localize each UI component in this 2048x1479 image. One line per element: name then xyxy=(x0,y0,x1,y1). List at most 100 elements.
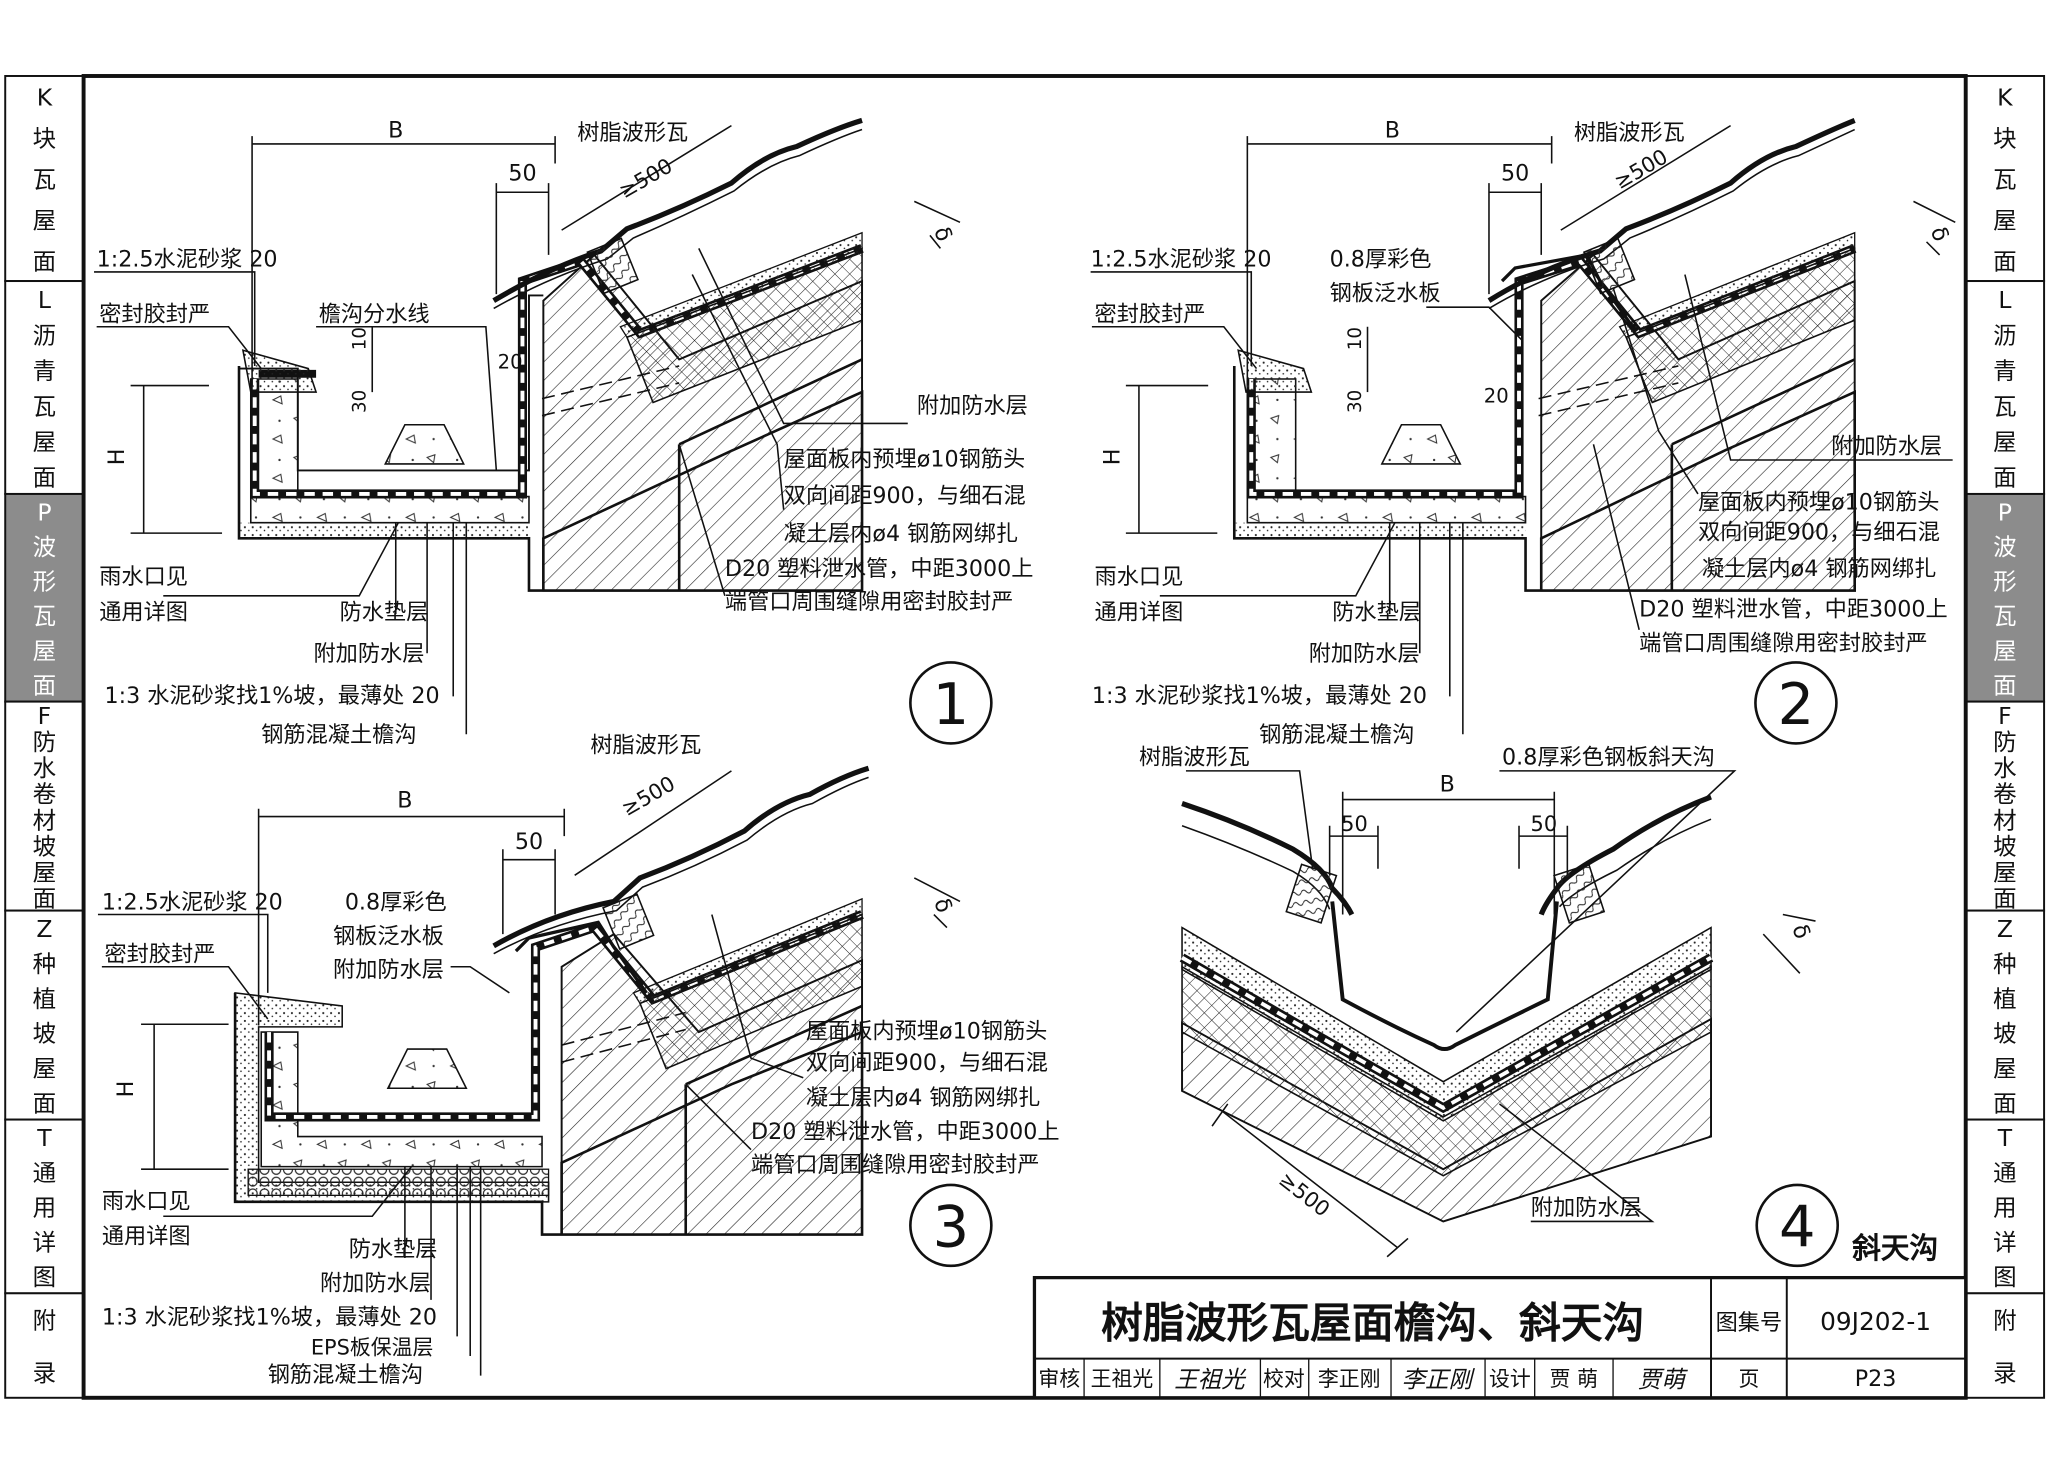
category-tab-char: 块 xyxy=(1993,125,2017,153)
detail-2-label-outlet-2: 通用详图 xyxy=(1095,599,1184,625)
category-tab-char: 通 xyxy=(33,1159,57,1187)
category-tab-char: 录 xyxy=(1993,1359,2017,1387)
detail-2-dim-30: 30 xyxy=(1345,390,1366,413)
detail-2-label-flash-1: 0.8厚彩色 xyxy=(1330,247,1432,273)
category-tab-char: 用 xyxy=(33,1194,57,1222)
category-tab-char: 形 xyxy=(1993,568,2017,596)
detail-3-label-slope: 1:3 水泥砂浆找1%坡，最薄处 20 xyxy=(102,1305,437,1331)
check-label: 校对 xyxy=(1263,1367,1305,1391)
detail-2-label-rebar-2: 双向间距900，与细石混 xyxy=(1698,520,1940,546)
category-tab-char: 种 xyxy=(1993,950,2017,978)
category-tab-char: P xyxy=(37,498,51,526)
category-tab-char: 瓦 xyxy=(33,602,57,630)
category-tab-background xyxy=(4,1118,85,1295)
atlas-number: 09J202-1 xyxy=(1820,1307,1931,1336)
review-name: 王祖光 xyxy=(1091,1367,1154,1391)
category-tab-background xyxy=(4,280,85,495)
category-tab-char: 用 xyxy=(1993,1194,2017,1222)
category-tab-char: 面 xyxy=(1993,1089,2017,1117)
detail-4-dim-50-left: 50 xyxy=(1341,812,1368,836)
category-tab-char: 面 xyxy=(1993,671,2017,699)
category-tab-char: 详 xyxy=(1993,1228,2017,1256)
detail-3-label-flash-3: 附加防水层 xyxy=(333,957,444,983)
category-tab-char: P xyxy=(1998,498,2012,526)
category-tab-char: 面 xyxy=(1993,248,2017,276)
category-tab-char: 防 xyxy=(33,728,57,756)
detail-2-label-pipe-2: 端管口周围缝隙用密封胶封严 xyxy=(1639,631,1927,657)
detail-3-label-sealant: 密封胶封严 xyxy=(104,942,215,968)
detail-2-label-gutter: 钢筋混凝土檐沟 xyxy=(1259,722,1414,748)
category-tab-char: L xyxy=(1998,286,2011,314)
category-tab-char: 屋 xyxy=(1993,1054,2017,1082)
category-tab-char: 坡 xyxy=(33,1020,57,1048)
detail-1-dim-50: 50 xyxy=(508,160,536,186)
category-tab-char: 通 xyxy=(1993,1159,2017,1187)
detail-4: 4 斜天沟 B 50 50 ≥500 δ 树脂波形瓦 0.8厚彩色钢板斜天沟 附… xyxy=(1139,744,1938,1268)
detail-3-label-rebar-2: 双向间距900，与细石混 xyxy=(806,1050,1048,1076)
check-signature: 李正刚 xyxy=(1401,1365,1475,1393)
category-tab-char: K xyxy=(1997,84,2013,112)
detail-2-label-rebar-1: 屋面板内预埋ø10钢筋头 xyxy=(1698,490,1940,516)
category-tab-char: 材 xyxy=(1993,806,2017,834)
category-tab-char: 卷 xyxy=(33,780,57,808)
detail-2-dim-b: B xyxy=(1385,117,1400,143)
category-tab-char: 瓦 xyxy=(1993,602,2017,630)
category-tab-char: 附 xyxy=(1993,1307,2017,1335)
detail-4-label-tile: 树脂波形瓦 xyxy=(1139,744,1250,770)
detail-1-label-rebar-2: 双向间距900，与细石混 xyxy=(784,483,1026,509)
detail-1-label-outlet-2: 通用详图 xyxy=(99,599,188,625)
category-tab-background xyxy=(1964,909,2046,1121)
detail-2-dim-10: 10 xyxy=(1345,327,1366,350)
category-tab-char: 面 xyxy=(1993,885,2017,913)
detail-4-dim-50-right: 50 xyxy=(1531,812,1558,836)
category-tab[interactable]: 附录 xyxy=(1964,1292,2046,1399)
detail-1-label-rebar-3: 凝土层内ø4 钢筋网绑扎 xyxy=(784,521,1018,547)
category-tab-char: 水 xyxy=(33,754,57,782)
detail-3-label-extra-bottom: 附加防水层 xyxy=(320,1271,431,1297)
review-label: 审核 xyxy=(1038,1367,1080,1391)
detail-2-label-slope: 1:3 水泥砂浆找1%坡，最薄处 20 xyxy=(1092,683,1427,709)
category-tab-char: 面 xyxy=(1993,463,2017,491)
category-tab-char: 图 xyxy=(1993,1263,2017,1291)
category-tab-char: 青 xyxy=(1993,357,2017,385)
detail-2-dim-delta: δ xyxy=(1925,223,1954,245)
category-tab-background xyxy=(4,75,85,283)
category-tab-char: 种 xyxy=(33,950,57,978)
detail-3: 3 B 50 ≥500 δ H 树脂波形瓦 1:2.5水泥砂浆 20 密封胶封严… xyxy=(97,733,1060,1388)
detail-2: 2 B 50 ≥500 δ H 10 30 20 树脂波形瓦 1:2.5水泥砂浆… xyxy=(1091,117,1956,748)
category-tab-char: 块 xyxy=(33,125,57,153)
detail-1-label-sealant: 密封胶封严 xyxy=(99,302,210,328)
category-tab-char: F xyxy=(1998,702,2012,730)
detail-2-dim-500: ≥500 xyxy=(1610,144,1672,193)
category-tab-char: 屋 xyxy=(33,859,57,887)
detail-1-label-rebar-1: 屋面板内预埋ø10钢筋头 xyxy=(784,447,1026,473)
category-tab-char: 形 xyxy=(33,568,57,596)
detail-1-dim-30: 30 xyxy=(350,390,371,413)
detail-4-title: 斜天沟 xyxy=(1852,1231,1938,1265)
detail-1-label-divide: 檐沟分水线 xyxy=(319,302,430,328)
category-tab[interactable]: 附录 xyxy=(4,1292,85,1399)
category-tab-char: 图 xyxy=(33,1263,57,1291)
detail-4-label-valley: 0.8厚彩色钢板斜天沟 xyxy=(1502,744,1715,770)
category-tab-char: F xyxy=(38,702,52,730)
category-tab-char: 水 xyxy=(1993,754,2017,782)
category-tab-char: 坡 xyxy=(33,832,57,860)
category-tab-char: 屋 xyxy=(1993,637,2017,665)
detail-3-label-rebar-3: 凝土层内ø4 钢筋网绑扎 xyxy=(806,1085,1040,1111)
category-tab-char: T xyxy=(1997,1124,2013,1152)
category-tab-char: 屋 xyxy=(33,428,57,456)
